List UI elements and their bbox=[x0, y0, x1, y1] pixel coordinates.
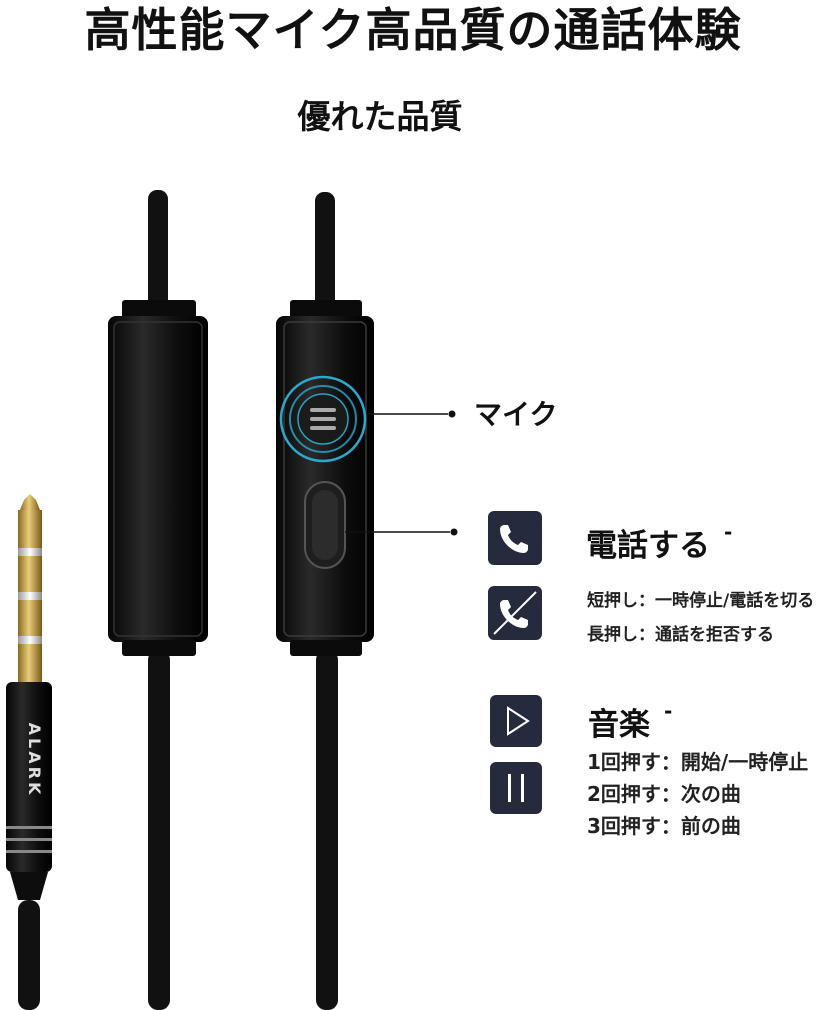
page-subtitle: 優れた品質 bbox=[297, 97, 463, 136]
music-line-press-once: 1回押す：開始/一時停止 bbox=[587, 750, 809, 774]
call-heading: 電話する- bbox=[586, 520, 732, 565]
music-heading: 音楽- bbox=[588, 699, 672, 744]
pause-icon bbox=[490, 762, 542, 814]
page-title: 高性能マイク高品質の通話体験 bbox=[84, 3, 742, 57]
call-line-long-press: 長押し：通話を拒否する bbox=[587, 625, 774, 645]
brand-logo: ALARK bbox=[25, 723, 44, 798]
mic-icon bbox=[279, 375, 367, 463]
music-heading-text: 音楽 bbox=[588, 707, 650, 743]
cable bbox=[148, 190, 338, 1010]
call-line-short-press: 短押し：一時停止/電話を切る bbox=[587, 591, 815, 611]
remote-front bbox=[276, 300, 374, 656]
music-line-press-twice: 2回押す：次の曲 bbox=[587, 782, 741, 806]
hang-up-icon bbox=[488, 586, 542, 640]
multifunction-button-icon bbox=[304, 481, 346, 569]
call-heading-text: 電話する bbox=[586, 528, 710, 564]
play-icon bbox=[490, 695, 542, 747]
audio-plug: ALARK bbox=[6, 494, 52, 1010]
phone-icon bbox=[488, 511, 542, 565]
mic-label: マイク bbox=[474, 398, 558, 431]
music-heading-dash: - bbox=[664, 699, 673, 723]
call-heading-dash: - bbox=[724, 520, 733, 544]
music-line-press-thrice: 3回押す：前の曲 bbox=[587, 814, 741, 838]
remote-back bbox=[108, 300, 208, 656]
callout-lines bbox=[345, 410, 458, 536]
